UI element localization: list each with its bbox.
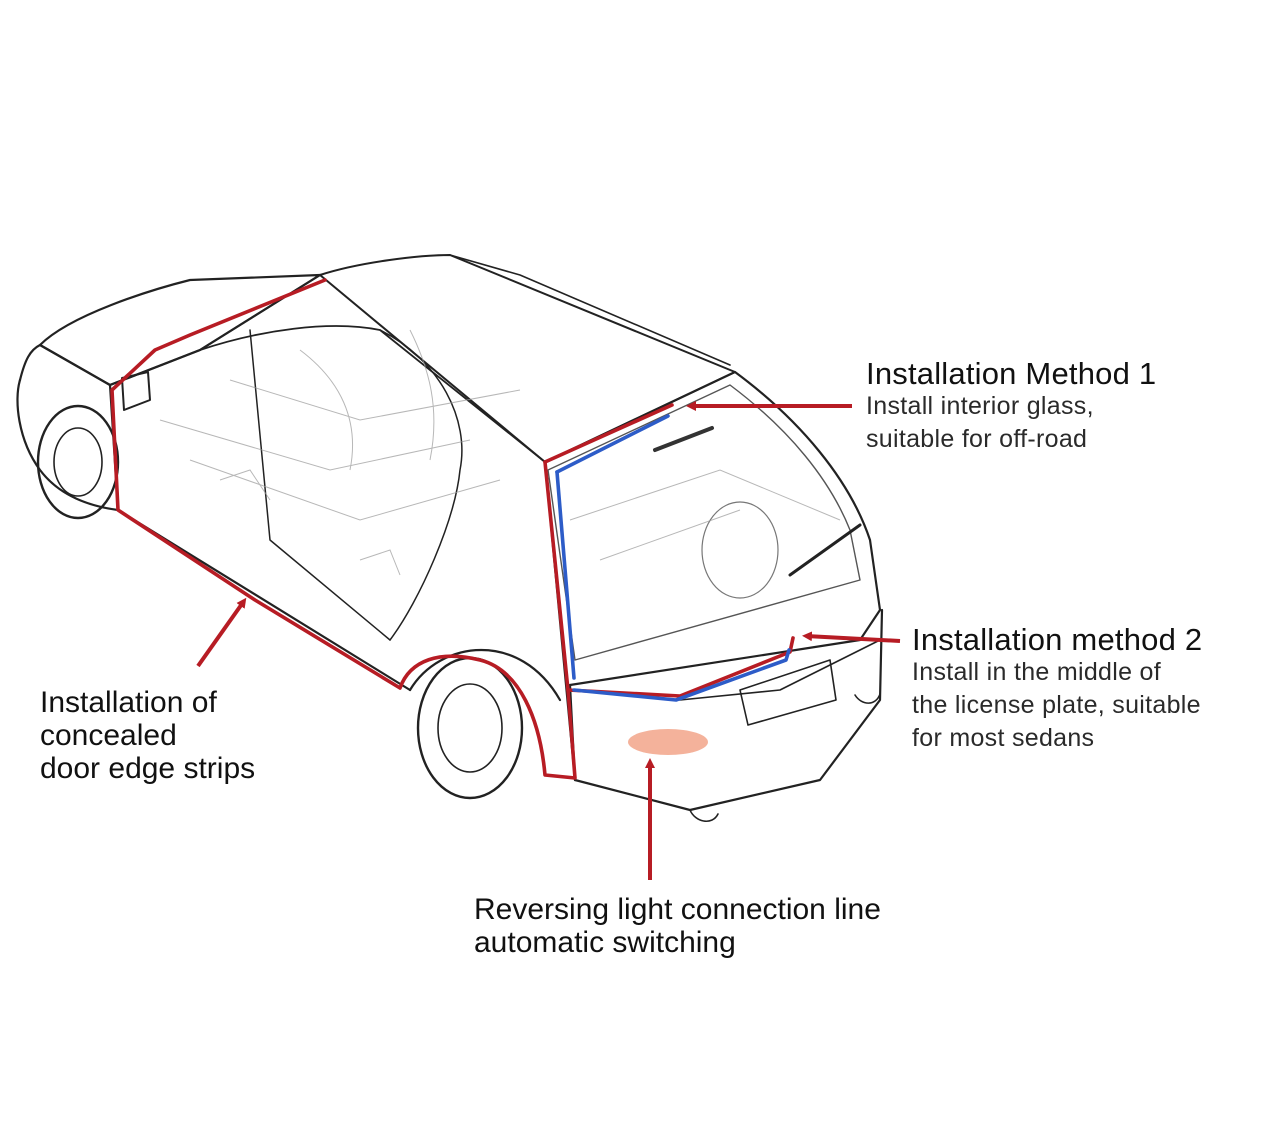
method1-annotation: Installation Method 1 Install interior g…: [866, 357, 1156, 456]
method2-line-2: the license plate, suitable: [912, 691, 1201, 719]
door-strips-line-3: door edge strips: [40, 752, 256, 785]
method1-line-1: Install interior glass,: [866, 392, 1094, 420]
method2-annotation: Installation method 2 Install in the mid…: [912, 623, 1202, 755]
car-interior-lines: [159, 329, 841, 576]
door-strips-annotation: Installation of concealed door edge stri…: [40, 686, 255, 785]
arrow-method2: [802, 631, 901, 643]
reversing-line-1: Reversing light connection line: [474, 893, 881, 926]
leader-arrows: [196, 401, 901, 880]
reversing-annotation: Reversing light connection line automati…: [474, 893, 881, 959]
method2-line-1: Install in the middle of: [912, 658, 1161, 686]
method1-line-2: suitable for off-road: [866, 425, 1088, 453]
reversing-light-glow: [628, 729, 708, 755]
arrow-door-strips: [196, 597, 247, 668]
wire-blue: [555, 414, 791, 702]
method2-line-3: for most sedans: [912, 724, 1095, 752]
method2-title: Installation method 2: [912, 622, 1203, 657]
reversing-line-2: automatic switching: [474, 926, 736, 959]
door-strips-line-2: concealed: [40, 719, 177, 752]
door-strips-line-1: Installation of: [40, 686, 217, 719]
method1-title: Installation Method 1: [866, 356, 1157, 391]
wire-red: [110, 278, 795, 780]
